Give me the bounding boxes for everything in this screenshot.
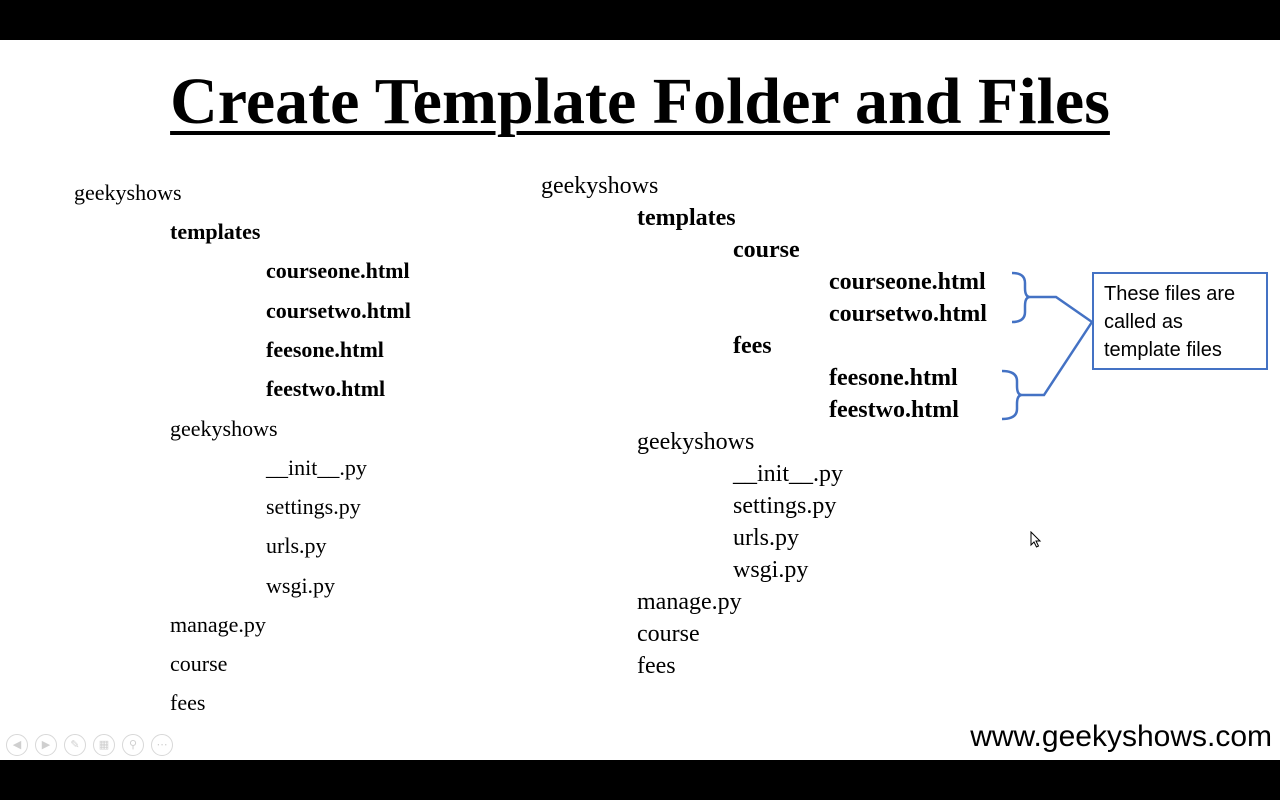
right-fees-file: feesone.html	[829, 365, 958, 391]
template-files-callout: These files are called as template files	[1092, 272, 1268, 370]
left-project-file: __init__.py	[266, 455, 367, 480]
slide: Create Template Folder and Files geekysh…	[0, 40, 1280, 760]
right-root: geekyshows	[541, 173, 659, 199]
left-root-item: course	[170, 651, 228, 676]
right-project-file: __init__.py	[733, 461, 844, 487]
left-template-file: courseone.html	[266, 258, 410, 283]
slide-title: Create Template Folder and Files	[170, 65, 1110, 138]
left-project-file: settings.py	[266, 494, 361, 519]
fees-connector-line	[1022, 321, 1094, 397]
prev-icon[interactable]: ◀	[6, 734, 28, 756]
right-fees-folder: fees	[733, 333, 772, 359]
slideshow-toolbar: ◀ ▶ ✎ ▦ ⚲ ⋯	[6, 734, 173, 756]
right-project-folder: geekyshows	[637, 429, 755, 455]
next-icon[interactable]: ▶	[35, 734, 57, 756]
right-project-file: settings.py	[733, 493, 837, 519]
right-course-folder: course	[733, 237, 800, 263]
more-icon[interactable]: ⋯	[151, 734, 173, 756]
left-template-file: feesone.html	[266, 337, 384, 362]
left-templates: templates	[170, 219, 261, 244]
zoom-icon[interactable]: ⚲	[122, 734, 144, 756]
right-project-file: urls.py	[733, 525, 799, 551]
left-project-file: wsgi.py	[266, 573, 336, 598]
right-root-item: fees	[637, 653, 676, 679]
right-course-file: coursetwo.html	[829, 301, 987, 327]
left-template-file: feestwo.html	[266, 376, 386, 401]
slides-icon[interactable]: ▦	[93, 734, 115, 756]
left-root-item: fees	[170, 690, 206, 715]
right-root-item: manage.py	[637, 589, 742, 615]
brace-connectors	[1001, 271, 1094, 421]
left-root-item: manage.py	[170, 612, 266, 637]
right-course-file: courseone.html	[829, 269, 986, 295]
left-project-file: urls.py	[266, 533, 327, 558]
pen-icon[interactable]: ✎	[64, 734, 86, 756]
right-templates: templates	[637, 205, 736, 231]
right-root-item: course	[637, 621, 700, 647]
right-fees-file: feestwo.html	[829, 397, 959, 423]
course-files-brace	[1011, 271, 1031, 324]
fees-files-brace	[1001, 369, 1023, 421]
mouse-pointer-icon	[1030, 531, 1042, 548]
course-connector-line	[1030, 295, 1093, 324]
left-project-folder: geekyshows	[170, 416, 278, 441]
left-root: geekyshows	[74, 180, 182, 205]
left-template-file: coursetwo.html	[266, 298, 411, 323]
right-project-file: wsgi.py	[733, 557, 809, 583]
website-watermark: www.geekyshows.com	[970, 720, 1272, 753]
